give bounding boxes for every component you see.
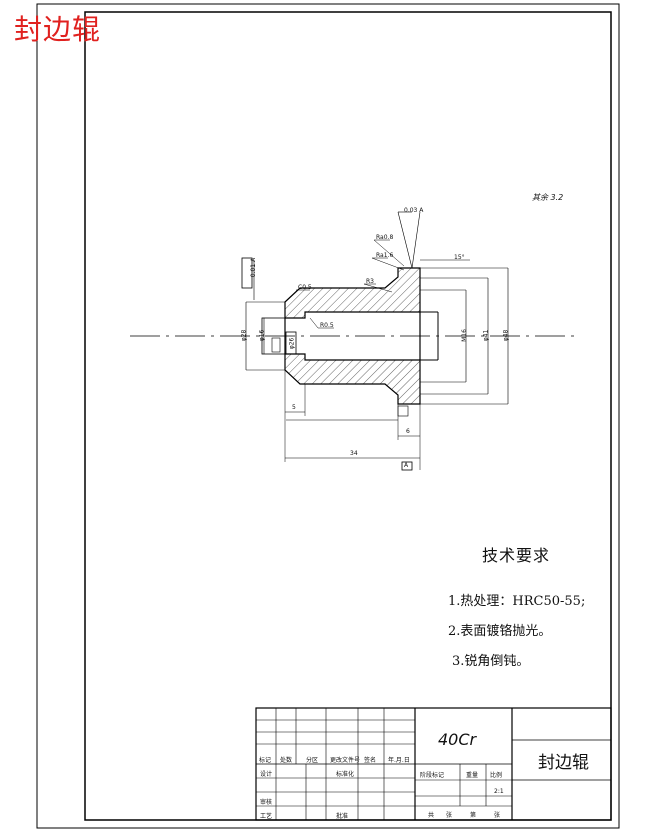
dim-phi16: φ16 [258,329,266,342]
dim-len6: 6 [406,428,410,435]
tb-header-3: 分区 [306,757,319,764]
tb-sheet-zhang2: 张 [494,812,501,819]
part-name: 封边辊 [538,753,589,773]
dim-len34: 34 [350,450,358,457]
dim-ra08: Ra0.8 [376,234,394,241]
tb-scale-label: 比例 [490,772,503,779]
title-block [255,707,612,821]
tb-sheet-total: 共 [428,812,435,819]
tb-header-4: 更改文件号 [330,757,361,764]
inner-frame [84,11,612,821]
tech-requirement-3: 3.锐角倒钝。 [452,654,530,669]
dim-m16: M16 [460,329,468,342]
tb-weight: 重量 [466,772,479,779]
tb-row-design: 设计 [260,771,273,778]
part-upper-section [284,267,421,319]
tb-sheet-num: 第 [470,812,477,819]
tb-row-process: 工艺 [260,813,273,820]
datum-label: A [404,462,409,469]
dim-ra16: Ra1.6 [376,252,394,259]
tb-header-2: 处数 [280,757,293,764]
tb-header-5: 签名 [364,757,377,764]
dim-phi28: φ28 [240,329,248,342]
outer-frame [36,3,620,829]
dim-tolerance: 0.01 A [250,257,258,278]
tb-scale-value: 2:1 [494,788,504,795]
tech-requirement-1: 1.热处理：HRC50-55; [448,594,586,609]
dim-tol2: 0.03 A [404,207,424,214]
tb-header-1: 标记 [259,757,272,764]
dim-len5: 5 [292,404,296,411]
dim-deg: 15° [454,254,465,261]
tb-header-6: 年.月.日 [388,757,410,764]
dim-phi26: φ26 [288,337,296,350]
dim-r3: R3 [366,278,374,285]
roughness-note: 其余 3.2 [532,193,564,202]
material-label: 40Cr [438,730,477,749]
tb-row-standard: 标准化 [336,771,355,778]
tb-row-approve: 批准 [336,813,349,820]
tb-stage-mark: 阶段标记 [420,772,445,779]
dim-phi48: φ48 [502,329,510,342]
dim-r05: R0.5 [320,322,334,329]
dim-phi41: φ41 [482,329,490,342]
tb-row-review: 审核 [260,799,273,806]
drawing-red-title: 封边辊 [14,13,102,46]
dim-c05: C0.5 [298,284,312,291]
tb-sheet-zhang1: 张 [446,812,453,819]
tech-requirement-2: 2.表面镀铬抛光。 [448,624,552,639]
tech-requirements-title: 技术要求 [482,546,551,565]
